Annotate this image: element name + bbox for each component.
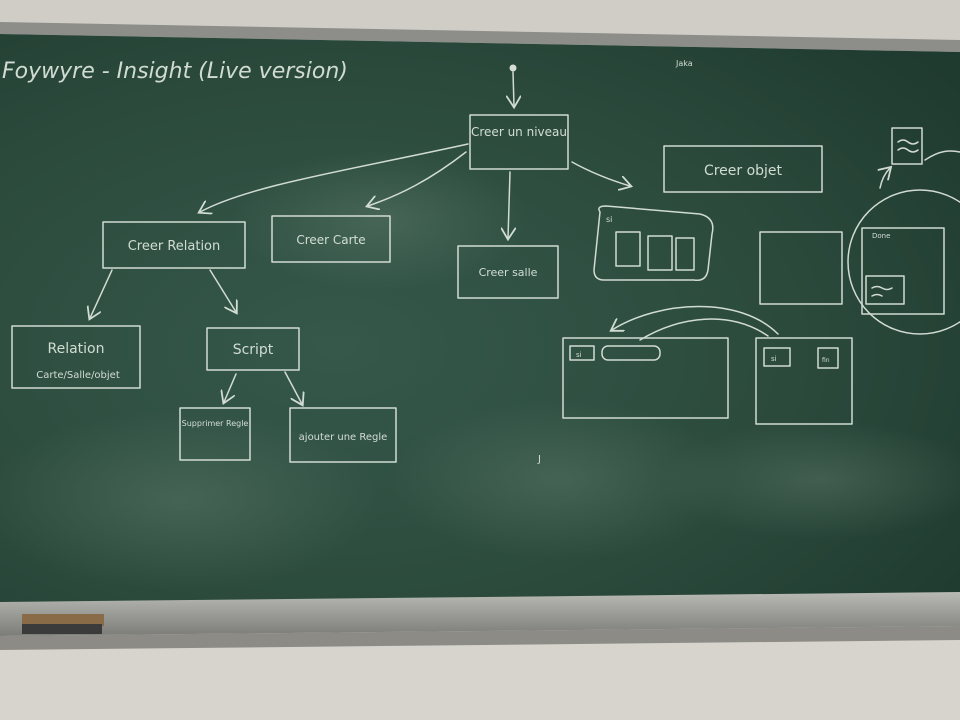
sketch-panel bbox=[615, 231, 641, 267]
sketch-device-top bbox=[891, 127, 923, 165]
sketch-empty-screen bbox=[759, 231, 843, 305]
arrow-loop-inner bbox=[639, 318, 769, 341]
node-creer-niveau-label: Creer un niveau bbox=[471, 125, 567, 139]
node-creer-carte bbox=[271, 215, 391, 263]
node-creer-carte-label: Creer Carte bbox=[296, 233, 365, 247]
sketch-window-si bbox=[593, 205, 714, 282]
arrow-to-device bbox=[880, 168, 890, 189]
arrow-relation-relation bbox=[90, 269, 113, 318]
node-ajouter-regle-label: ajouter une Regle bbox=[299, 432, 388, 443]
sketch-panel bbox=[647, 235, 673, 271]
node-creer-relation-label: Creer Relation bbox=[128, 239, 221, 254]
sketch-si-2: si bbox=[576, 351, 582, 359]
arrow-script-ajouter bbox=[284, 371, 302, 404]
sketch-device-link bbox=[924, 150, 960, 161]
sketch-screen-right-si bbox=[763, 347, 791, 367]
node-creer-niveau bbox=[469, 114, 569, 170]
node-relation bbox=[11, 325, 141, 389]
chalk-ledge bbox=[0, 592, 960, 636]
sketch-circle bbox=[847, 189, 960, 335]
chalk-smudge bbox=[0, 410, 380, 590]
node-relation-sub: Carte/Salle/objet bbox=[36, 370, 120, 381]
node-script-label: Script bbox=[233, 342, 274, 358]
corner-note: Jaka bbox=[675, 59, 693, 68]
chalk-smudge bbox=[230, 150, 530, 290]
sketch-inner-panel bbox=[861, 227, 945, 315]
board-frame-top bbox=[0, 22, 960, 52]
sketch-screen-right-fin bbox=[817, 347, 839, 369]
sketch-done: Done bbox=[872, 232, 890, 240]
sketch-si-3: si bbox=[771, 355, 777, 363]
start-dot bbox=[509, 64, 517, 72]
sketch-screen-left-si bbox=[569, 345, 595, 361]
arrow-relation-script bbox=[209, 269, 236, 312]
sketch-panel bbox=[675, 237, 695, 271]
stray-mark: J bbox=[537, 454, 541, 465]
sketch-screen-left bbox=[562, 337, 729, 419]
sketch-inner-box bbox=[865, 275, 905, 305]
node-creer-salle bbox=[457, 245, 559, 299]
node-supprimer-regle-label: Supprimer Regle bbox=[182, 419, 249, 428]
chalkboard-eraser-icon bbox=[22, 614, 104, 634]
node-creer-salle-label: Creer salle bbox=[479, 266, 538, 279]
node-creer-objet bbox=[663, 145, 823, 193]
sketch-screen-left-field bbox=[601, 345, 661, 361]
sketch-screen-right bbox=[755, 337, 853, 425]
sketch-inner-waves bbox=[871, 285, 893, 297]
node-supprimer-regle bbox=[179, 407, 251, 461]
sketch-device-waves bbox=[897, 139, 919, 153]
arrow-niveau-salle bbox=[508, 171, 510, 238]
chalk-ledge-shadow bbox=[0, 626, 960, 650]
board-title: Foywyre - Insight (Live version) bbox=[2, 59, 348, 84]
arrow-script-supprimer bbox=[224, 373, 237, 402]
arrow-loop bbox=[612, 305, 779, 335]
arrow-start bbox=[513, 71, 514, 106]
node-creer-objet-label: Creer objet bbox=[704, 163, 783, 179]
arrow-niveau-relation bbox=[200, 143, 469, 212]
node-script bbox=[206, 327, 300, 371]
node-creer-relation bbox=[102, 221, 246, 269]
arrow-niveau-objet bbox=[571, 161, 630, 186]
node-relation-label: Relation bbox=[48, 341, 105, 357]
node-ajouter-regle bbox=[289, 407, 397, 463]
chalk-smudge bbox=[660, 420, 960, 540]
arrow-niveau-carte bbox=[368, 151, 467, 206]
sketch-si-1: si bbox=[606, 215, 612, 224]
chalk-smudge bbox=[390, 400, 730, 560]
sketch-fin: fin bbox=[822, 357, 830, 364]
